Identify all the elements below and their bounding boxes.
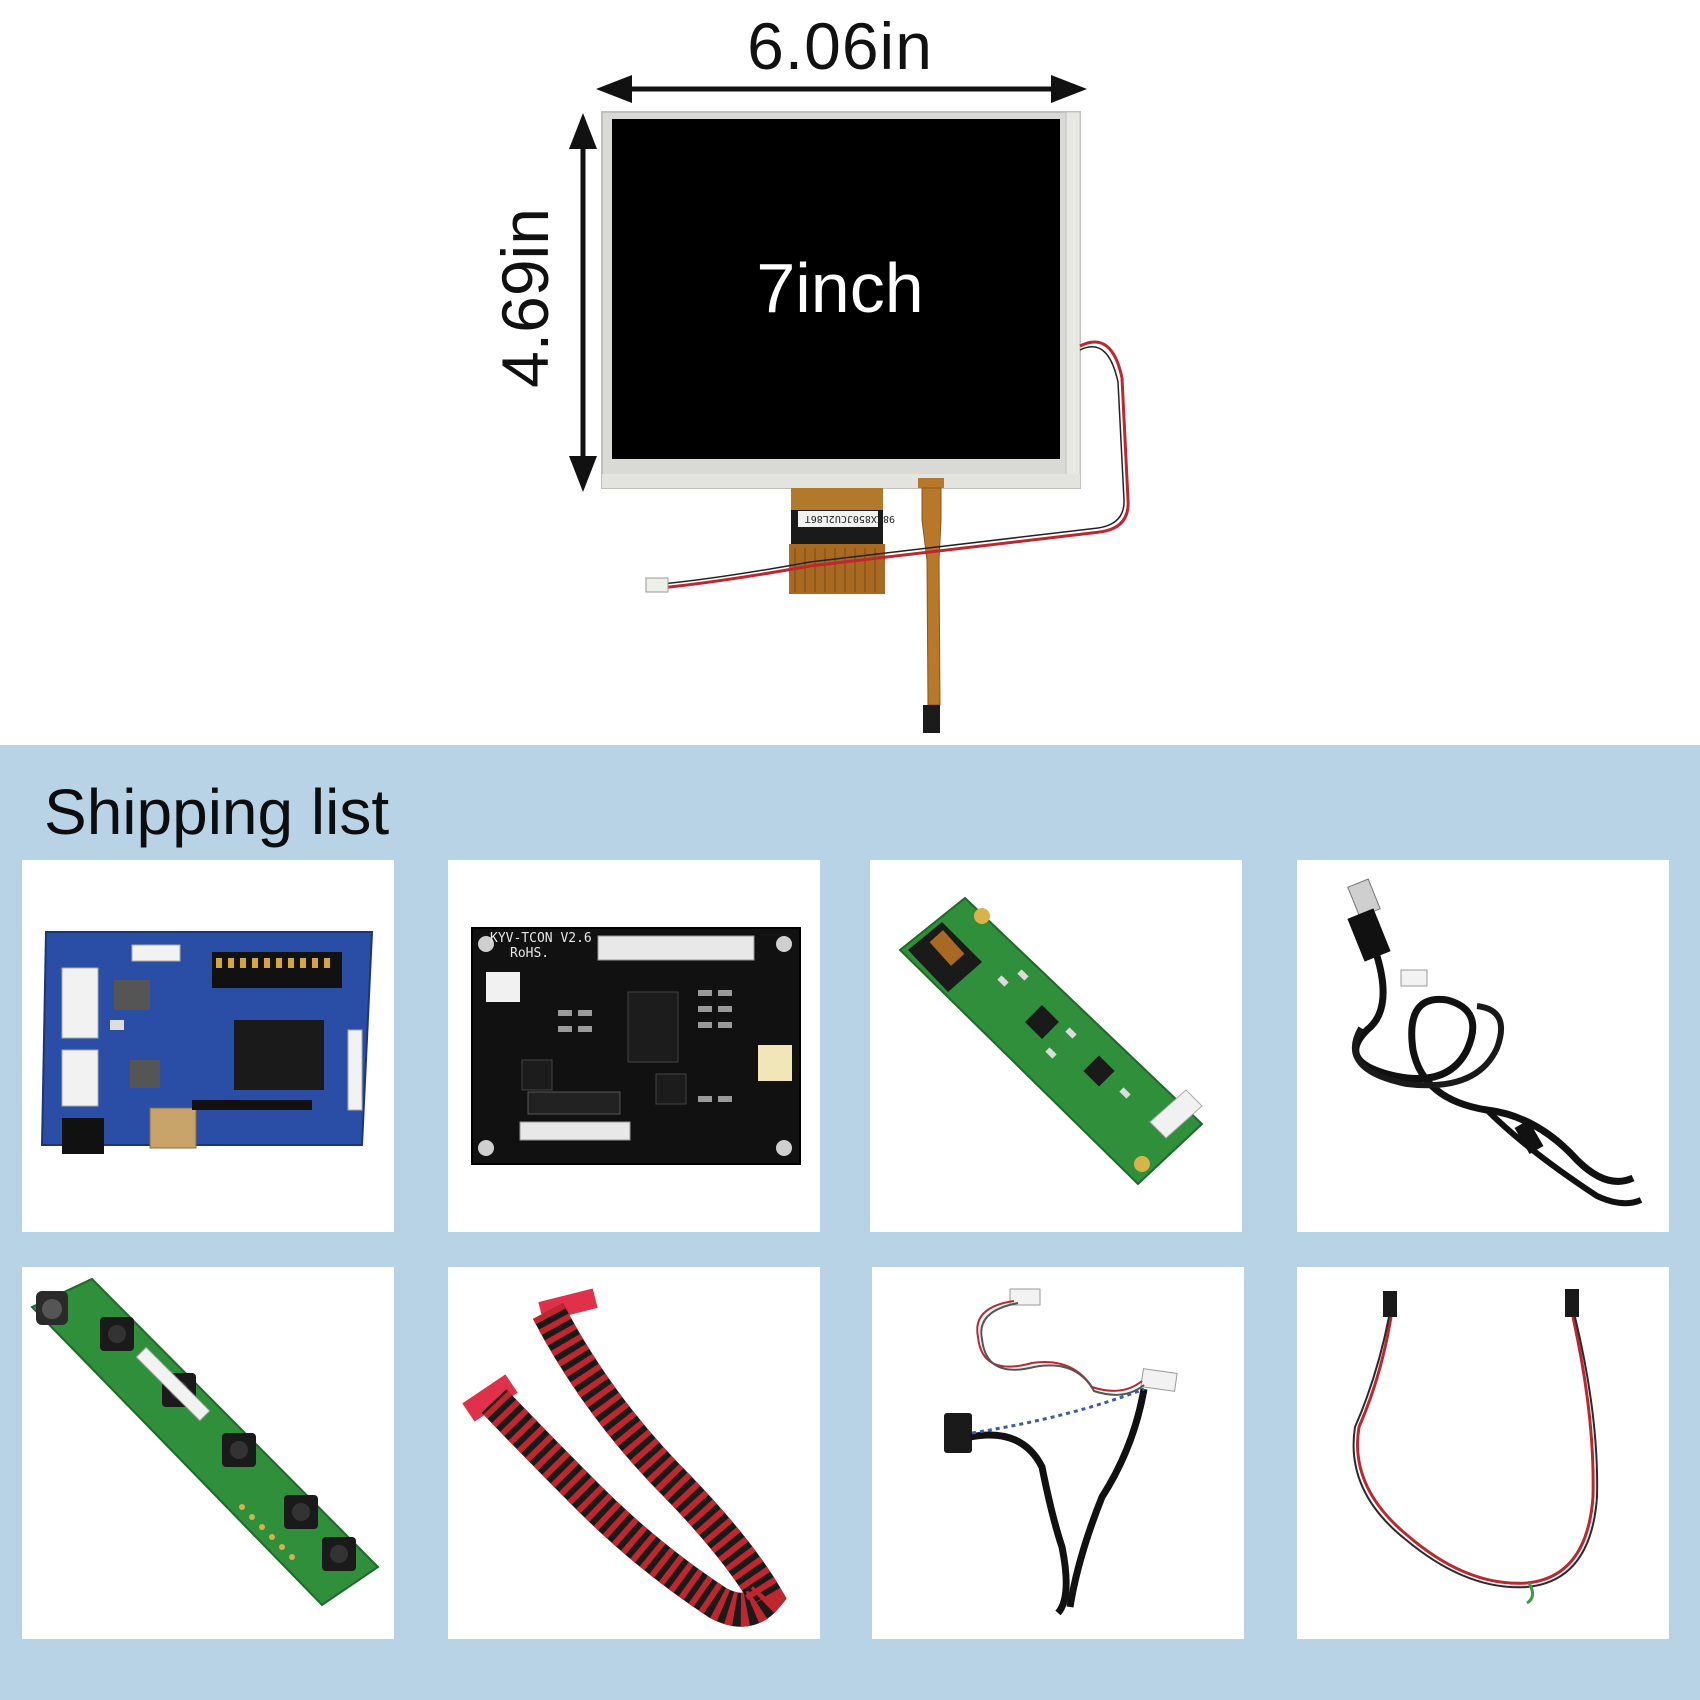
keypad-board-icon — [30, 1277, 380, 1607]
height-dimension-label: 4.69in — [488, 208, 562, 388]
inverter-board-icon — [898, 896, 1204, 1186]
shipping-item-lvds-cable — [872, 1267, 1244, 1639]
shipping-item-tcon-board: KYV-TCON V2.6 RoHS. — [448, 860, 820, 1232]
usb-cable-icon — [1347, 878, 1643, 1207]
shipping-item-inverter-board — [870, 860, 1242, 1232]
product-hero: 6.06in 4.69in 7inch 98KX850JCU2L86T — [0, 0, 1700, 745]
fpc-label-code: 98KX850JCU2L86T — [804, 513, 895, 524]
shipping-item-keypad-board — [22, 1267, 394, 1639]
shipping-item-controller-board — [22, 860, 394, 1232]
shipping-item-usb-cable — [1297, 860, 1669, 1232]
shipping-item-ribbon-cable — [448, 1267, 820, 1639]
width-dimension-label: 6.06in — [747, 9, 933, 83]
tcon-silkscreen-rohs: RoHS. — [510, 946, 550, 961]
shipping-item-wire-cable — [1297, 1267, 1669, 1639]
lvds-cable-icon — [944, 1288, 1178, 1616]
tcon-silkscreen-model: KYV-TCON V2.6 — [490, 931, 592, 946]
ribbon-cable-icon — [462, 1288, 787, 1627]
lcd-panel-illustration — [569, 75, 1130, 733]
controller-board-icon — [40, 931, 374, 1154]
tcon-board-icon — [471, 927, 801, 1165]
screen-size-label: 7inch — [756, 249, 924, 327]
wire-cable-icon — [1352, 1289, 1599, 1605]
shipping-list-title: Shipping list — [44, 776, 390, 848]
shipping-list-panel: Shipping list — [0, 745, 1700, 1700]
